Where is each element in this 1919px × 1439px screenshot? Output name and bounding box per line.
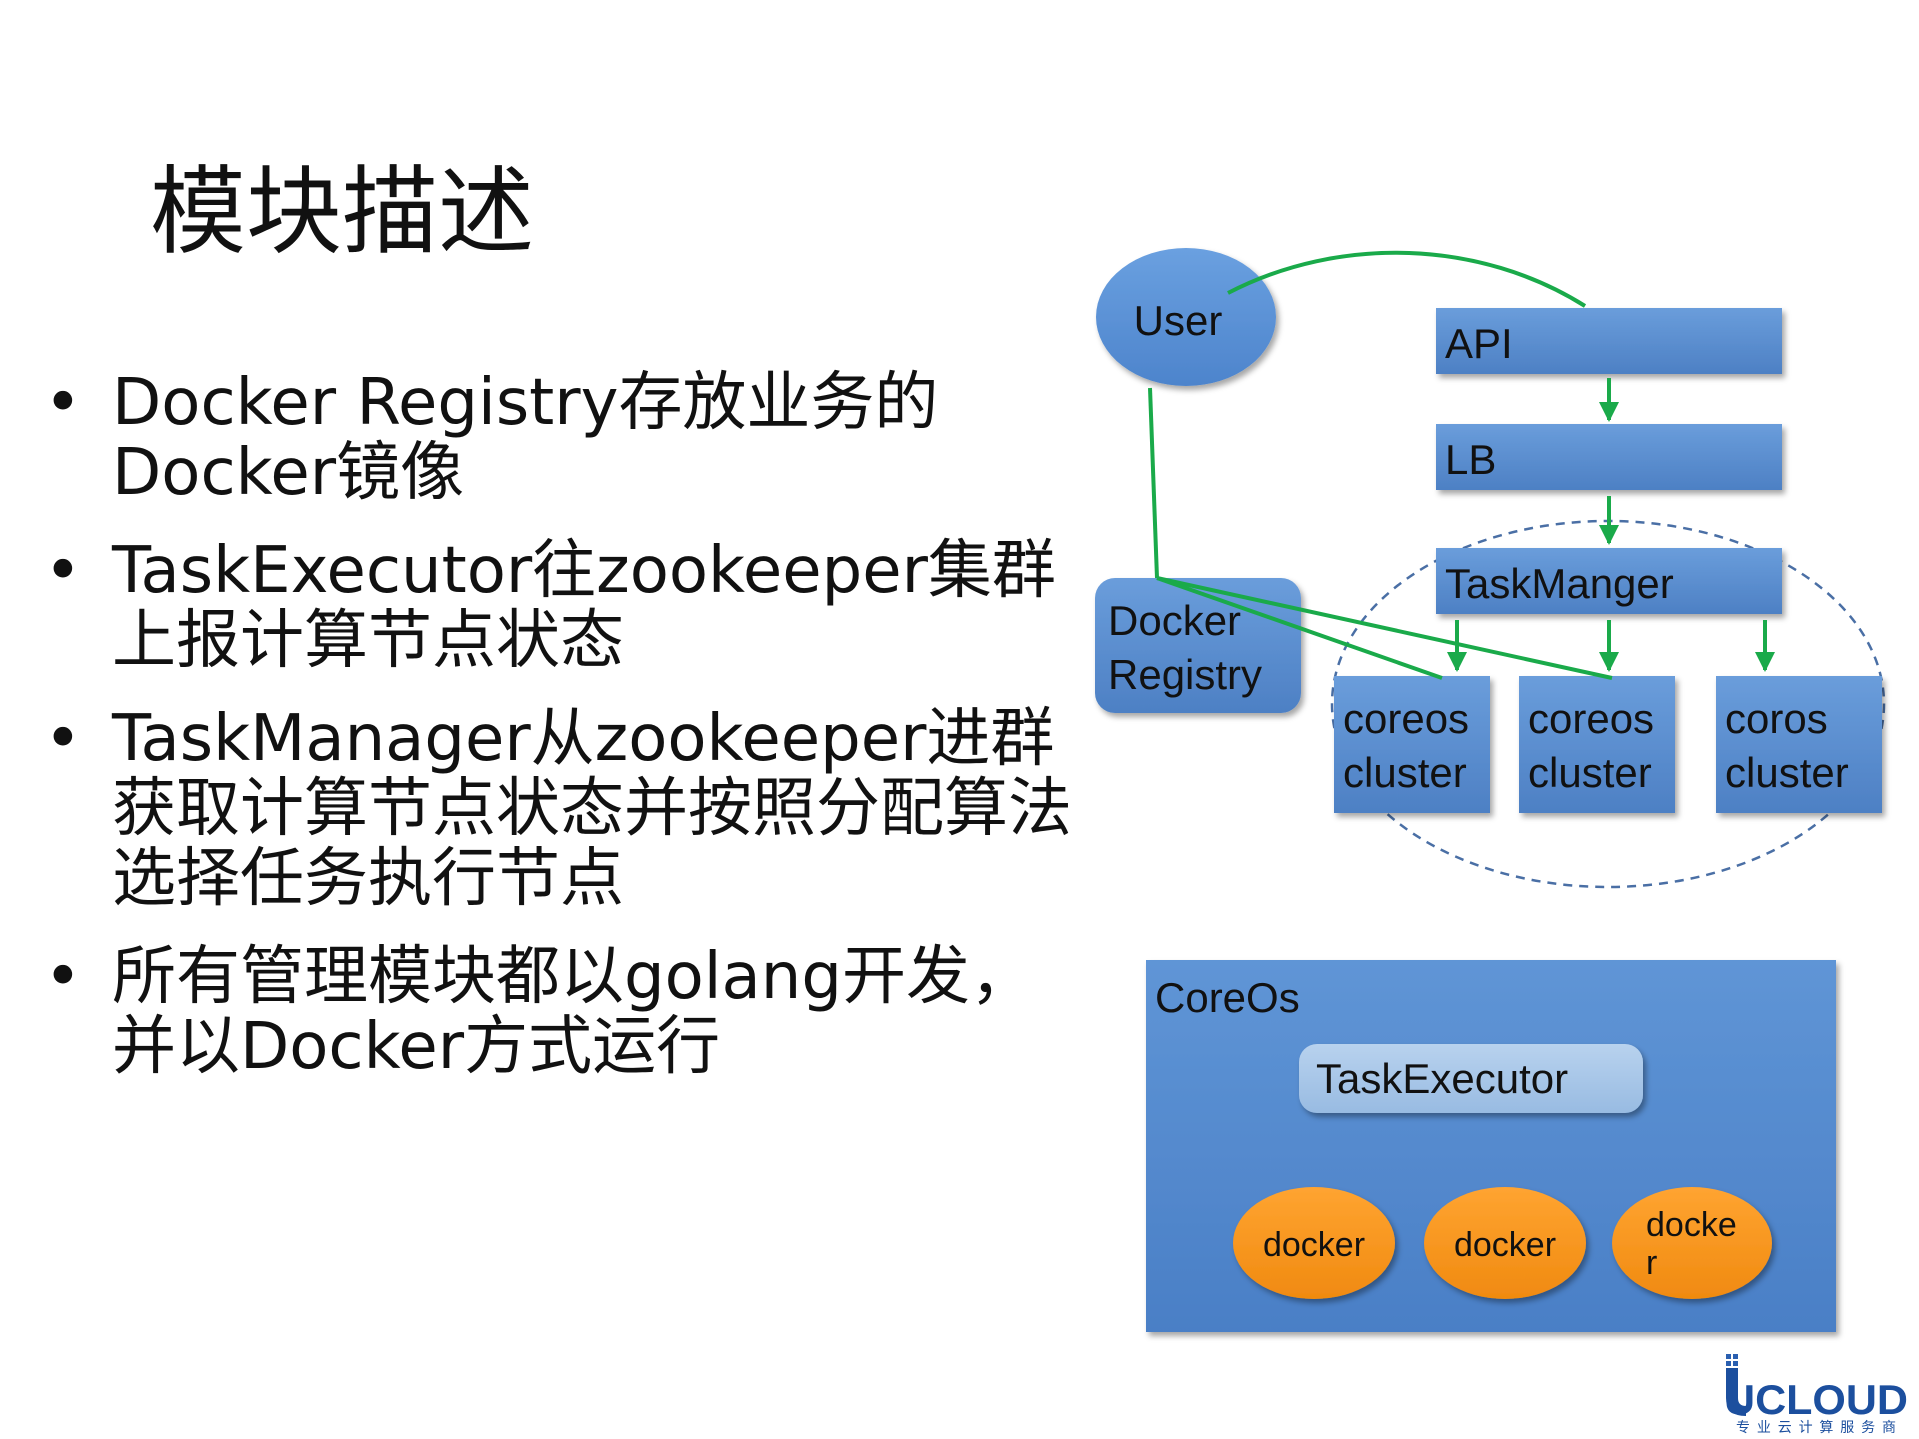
bullet-dot: • (44, 534, 82, 608)
logo-brand: UCLOUD (1724, 1376, 1908, 1423)
bullet-item: • TaskExecutor往zookeeper集群 上报计算节点状态 (40, 536, 1100, 676)
docker-container (1424, 1187, 1586, 1299)
bullet-line: Docker镜像 (112, 436, 465, 510)
ucloud-logo: UCLOUD 专业云计算服务商 (1724, 1354, 1908, 1436)
docker-container (1233, 1187, 1395, 1299)
docker-container-line: docke (1646, 1206, 1737, 1244)
docker-container-label: docker (1454, 1226, 1556, 1264)
user-to-registry-connector (1148, 387, 1159, 579)
user-to-api-connector (1227, 250, 1587, 308)
bullet-dot: • (44, 366, 82, 440)
cluster-label: coreos cluster (1343, 695, 1481, 796)
logo-dots (1726, 1354, 1738, 1366)
cluster-line: coreos (1343, 695, 1469, 742)
bullet-dot: • (44, 702, 82, 776)
bullet-line: 上报计算节点状态 (112, 604, 624, 678)
docker-registry-label: Docker Registry (1108, 597, 1262, 698)
docker-container-line: docker (1454, 1226, 1556, 1264)
bullet-line: 所有管理模块都以golang开发， (112, 940, 1034, 1014)
cluster-line: cluster (1343, 749, 1467, 796)
registry-to-cluster-connector (1156, 576, 1443, 680)
task-manager-node (1436, 548, 1782, 614)
cluster-line: coreos (1528, 695, 1654, 742)
cluster-node (1519, 676, 1675, 813)
docker-registry-line: Registry (1108, 651, 1262, 698)
api-node (1436, 308, 1782, 374)
docker-container-line: docker (1263, 1226, 1365, 1264)
bullet-dot: • (44, 940, 82, 1014)
task-executor-label: TaskExecutor (1316, 1055, 1568, 1102)
task-manager-label: TaskManger (1445, 560, 1674, 607)
coreos-host-label: CoreOs (1155, 974, 1300, 1021)
user-node (1096, 248, 1276, 386)
api-label: API (1445, 320, 1513, 367)
logo-u-mark (1726, 1368, 1746, 1416)
bullet-line: 选择任务执行节点 (112, 842, 624, 916)
docker-container-label: docke r (1646, 1206, 1746, 1282)
cluster-node (1334, 676, 1490, 813)
bullet-item: • TaskManager从zookeeper进群 获取计算节点状态并按照分配算… (40, 704, 1100, 914)
user-label: User (1134, 297, 1223, 344)
bullet-list: • Docker Registry存放业务的 Docker镜像 • TaskEx… (40, 368, 1100, 1110)
lb-node (1436, 424, 1782, 490)
slide-title: 模块描述 (150, 156, 534, 268)
docker-registry-line: Docker (1108, 597, 1241, 644)
docker-container-line: r (1646, 1244, 1657, 1282)
cluster-label: coreos cluster (1528, 695, 1666, 796)
bullet-line: TaskExecutor往zookeeper集群 (112, 534, 1056, 608)
cluster-line: coros (1725, 695, 1828, 742)
docker-container-label: docker (1263, 1226, 1365, 1264)
bullet-item: • Docker Registry存放业务的 Docker镜像 (40, 368, 1100, 508)
cluster-line: cluster (1528, 749, 1652, 796)
registry-to-cluster-connector (1156, 576, 1613, 680)
cluster-node (1716, 676, 1882, 813)
lb-label: LB (1445, 436, 1496, 483)
bullet-line: TaskManager从zookeeper进群 (112, 702, 1055, 776)
bullet-line: 并以Docker方式运行 (112, 1010, 721, 1084)
docker-container (1612, 1187, 1772, 1299)
bullet-line: 获取计算节点状态并按照分配算法 (112, 772, 1072, 846)
bullet-line: Docker Registry存放业务的 (112, 366, 939, 440)
bullet-item: • 所有管理模块都以golang开发， 并以Docker方式运行 (40, 942, 1100, 1082)
cluster-label: coros cluster (1725, 695, 1849, 796)
task-executor-node (1299, 1044, 1643, 1113)
cluster-line: cluster (1725, 749, 1849, 796)
